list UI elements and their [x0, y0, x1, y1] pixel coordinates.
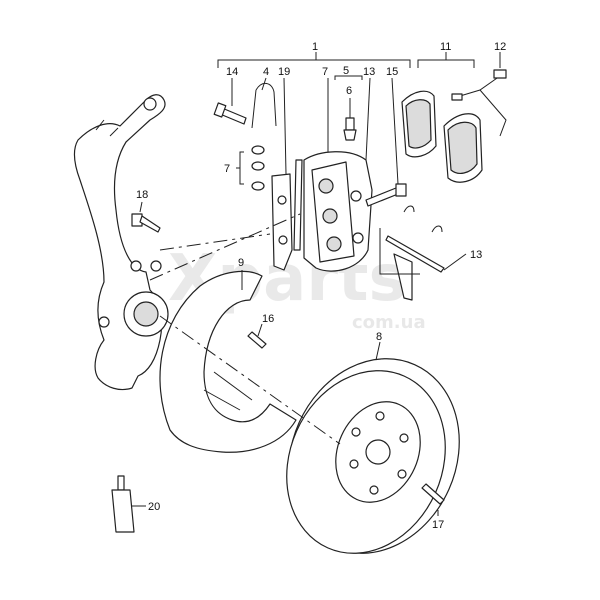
steering-knuckle [73, 94, 169, 391]
callout-11: 11 [440, 41, 451, 53]
callout-14: 14 [226, 66, 238, 78]
callout-15: 15 [386, 66, 398, 78]
grease-tube-20 [111, 475, 135, 533]
callout-16: 16 [262, 313, 274, 325]
bolt-14 [213, 102, 247, 125]
bolt-15 [365, 183, 407, 207]
retaining-clip-4 [251, 83, 277, 129]
callout-labels: 1 11 12 14 4 19 7 5 13 15 6 7 18 9 16 13… [136, 41, 506, 531]
callout-6: 6 [346, 85, 352, 97]
bracket-5 [334, 75, 363, 80]
leader-lines [132, 52, 501, 516]
callout-17: 17 [432, 519, 444, 531]
callout-5: 5 [343, 65, 349, 77]
callout-8: 8 [376, 331, 382, 343]
callout-9: 9 [238, 257, 244, 269]
bracket-11 [417, 52, 475, 68]
callout-20: 20 [148, 501, 160, 513]
watermark-domain: com.ua [352, 312, 426, 333]
brake-pads-11 [401, 90, 483, 183]
bleeder-valve-6 [343, 117, 357, 141]
axis-lines [149, 213, 341, 445]
wear-sensor-12 [451, 69, 507, 137]
dust-shield-9 [159, 270, 297, 453]
callout-1: 1 [312, 41, 318, 53]
callout-4: 4 [263, 66, 269, 78]
brake-caliper [303, 151, 373, 272]
bolt-18 [131, 213, 161, 233]
brake-disc-8 [286, 358, 460, 554]
callout-7-left: 7 [224, 163, 230, 175]
callout-18: 18 [136, 189, 148, 201]
washers-7 [239, 145, 265, 191]
callout-12: 12 [494, 41, 506, 53]
pad-hardware-13 [379, 205, 445, 301]
bracket-1 [217, 52, 411, 68]
callout-7-top: 7 [322, 66, 328, 78]
bolt-17 [421, 483, 445, 505]
callout-13-right: 13 [470, 249, 482, 261]
callout-19: 19 [278, 66, 290, 78]
caliper-bracket [271, 159, 303, 271]
bolt-16 [247, 331, 267, 349]
callout-13-top: 13 [363, 66, 375, 78]
